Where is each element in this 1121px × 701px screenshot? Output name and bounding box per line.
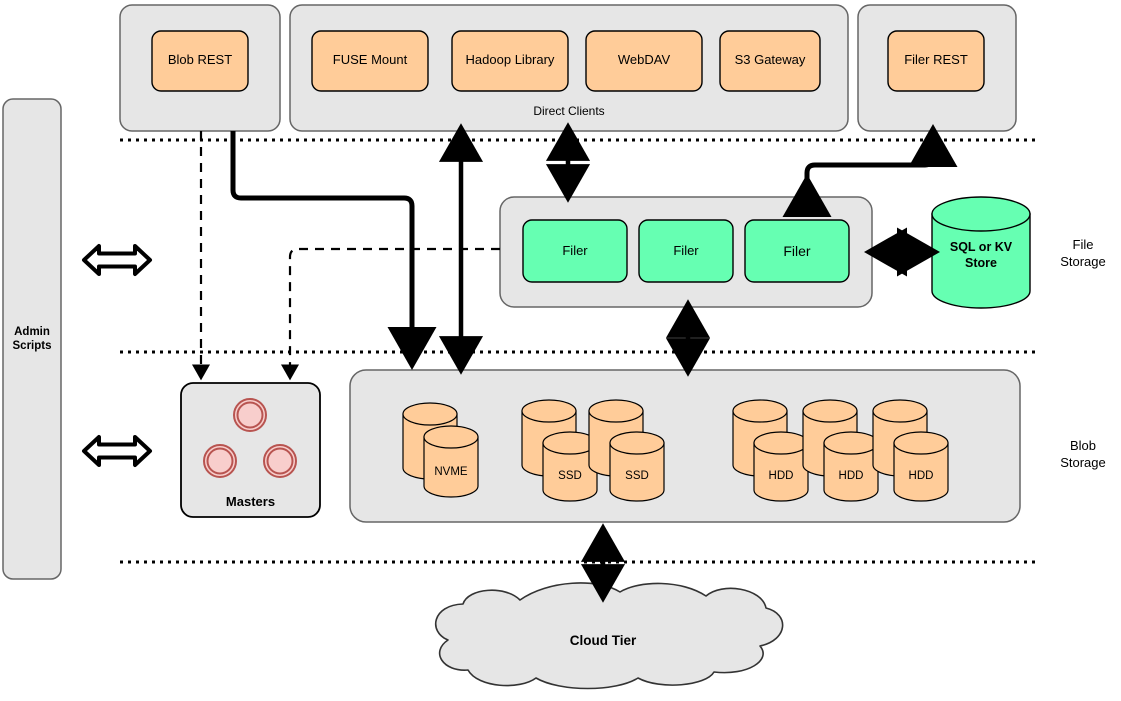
cloud-tier[interactable] [435, 582, 784, 690]
master-node-1[interactable] [233, 398, 267, 432]
connector-filer-to-masters [280, 247, 500, 381]
admin-scripts-panel[interactable] [2, 98, 62, 580]
volume-ssd-2[interactable] [588, 399, 665, 502]
admin-bidir-arrow-bottom [82, 435, 152, 467]
volume-nvme[interactable] [402, 402, 479, 498]
client-hadoop-library[interactable] [451, 30, 569, 92]
filer-node-3[interactable] [744, 219, 850, 283]
sql-or-kv-store[interactable] [931, 196, 1031, 309]
connector-blob-rest-to-blob-storage [230, 131, 437, 371]
masters-box[interactable] [180, 382, 321, 518]
filer-rest-group[interactable] [857, 4, 1017, 132]
filer-cluster-group[interactable] [499, 196, 873, 308]
client-fuse-mount[interactable] [311, 30, 429, 92]
volume-hdd-2[interactable] [802, 399, 879, 502]
filer-node-2[interactable] [638, 219, 734, 283]
connector-filer-rest-to-filer-cluster [782, 123, 958, 217]
master-node-2[interactable] [203, 444, 237, 478]
blob-rest-group[interactable] [119, 4, 281, 132]
volume-ssd-1[interactable] [521, 399, 598, 502]
client-webdav[interactable] [585, 30, 703, 92]
cloud-tier-shape[interactable] [435, 582, 784, 690]
tier-dividers [120, 138, 1040, 564]
filer-node-1[interactable] [522, 219, 628, 283]
volume-hdd-3[interactable] [872, 399, 949, 502]
master-node-3[interactable] [263, 444, 297, 478]
sql-or-kv-store-top [931, 196, 1031, 232]
blob-storage-group[interactable] [349, 369, 1021, 523]
client-filer-rest[interactable] [887, 30, 985, 92]
admin-scripts-box[interactable] [2, 98, 62, 580]
client-s3-gateway[interactable] [719, 30, 821, 92]
direct-clients-group[interactable] [289, 4, 849, 132]
admin-bidir-arrow-top [82, 244, 152, 276]
client-blob-rest[interactable] [151, 30, 249, 92]
volume-hdd-1[interactable] [732, 399, 809, 502]
masters-group[interactable] [180, 382, 321, 518]
